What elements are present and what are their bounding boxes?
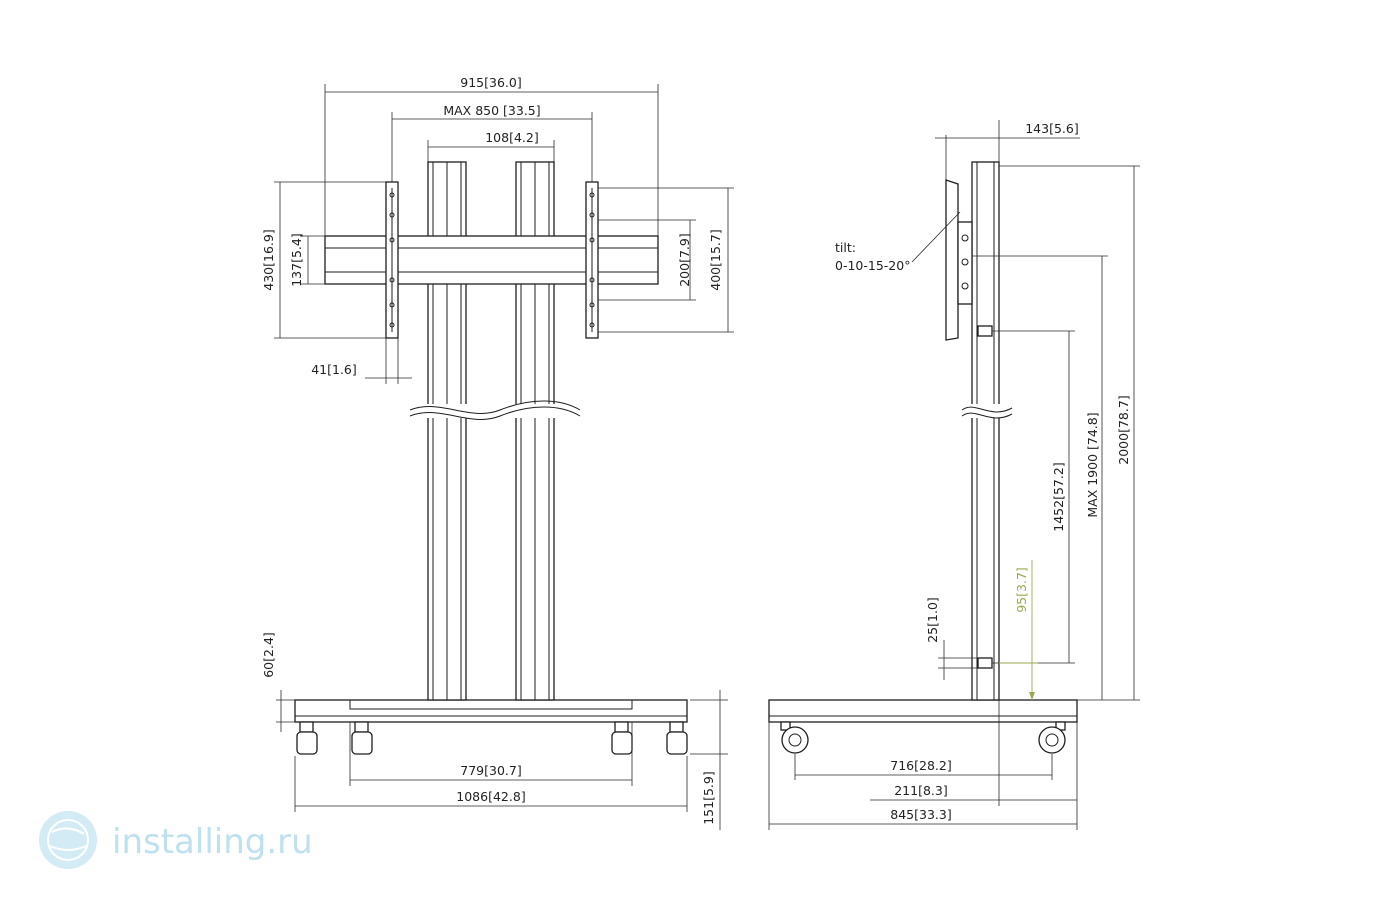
svg-text:MAX 1900 [74.8]: MAX 1900 [74.8] — [1085, 412, 1100, 517]
dim-1452: 1452[57.2] — [992, 330, 1075, 664]
front-crossbar — [324, 235, 659, 285]
dim-716: 716[28.2] — [794, 754, 1053, 780]
dim-max-1900: MAX 1900 [74.8] — [972, 255, 1108, 700]
svg-text:143[5.6]: 143[5.6] — [1025, 121, 1079, 136]
svg-text:430[16.9]: 430[16.9] — [261, 229, 276, 290]
svg-text:tilt:: tilt: — [835, 240, 856, 255]
watermark-text: installing.ru — [112, 822, 313, 862]
front-base-inner — [349, 699, 633, 710]
dim-779: 779[30.7] — [349, 722, 633, 786]
front-bracket-left — [385, 181, 399, 339]
svg-text:200[7.9]: 200[7.9] — [677, 233, 692, 287]
svg-text:0-10-15-20°: 0-10-15-20° — [835, 258, 910, 273]
svg-text:845[33.3]: 845[33.3] — [890, 807, 951, 822]
front-caster-1 — [296, 721, 318, 755]
front-base — [294, 699, 688, 723]
side-break-mark — [961, 404, 1013, 419]
side-clamp-lower — [977, 657, 993, 669]
svg-text:716[28.2]: 716[28.2] — [890, 758, 951, 773]
side-clamp-upper — [977, 325, 993, 337]
front-caster-4 — [666, 721, 688, 755]
front-caster-3 — [611, 721, 633, 755]
svg-text:108[4.2]: 108[4.2] — [485, 130, 539, 145]
dim-211: 211[8.3] — [870, 700, 1078, 806]
front-caster-2 — [351, 721, 373, 755]
dim-41: 41[1.6] — [311, 338, 412, 384]
tilt-annotation: tilt: 0-10-15-20° — [835, 211, 961, 273]
svg-text:211[8.3]: 211[8.3] — [894, 783, 948, 798]
front-bracket-right — [585, 181, 599, 339]
svg-text:25[1.0]: 25[1.0] — [925, 597, 940, 643]
side-wheel-front — [780, 721, 809, 754]
svg-text:1452[57.2]: 1452[57.2] — [1051, 462, 1066, 531]
dim-845: 845[33.3] — [768, 722, 1078, 830]
svg-text:60[2.4]: 60[2.4] — [261, 632, 276, 678]
globe-logo-icon — [39, 811, 97, 869]
side-base — [768, 699, 1078, 723]
watermark: installing.ru — [39, 811, 313, 869]
svg-text:1086[42.8]: 1086[42.8] — [456, 789, 525, 804]
dim-151: 151[5.9] — [690, 690, 728, 830]
svg-text:MAX 850 [33.5]: MAX 850 [33.5] — [443, 103, 540, 118]
dim-108: 108[4.2] — [427, 130, 555, 162]
svg-text:915[36.0]: 915[36.0] — [460, 75, 521, 90]
dim-137: 137[5.4] — [289, 233, 325, 287]
side-view: tilt: 0-10-15-20° 143[5.6] 2000[78.7] MA… — [768, 120, 1140, 830]
dim-25: 25[1.0] — [925, 597, 978, 680]
side-tilt-mount — [945, 179, 973, 341]
front-break-mark — [409, 400, 581, 420]
dim-1086: 1086[42.8] — [294, 756, 688, 812]
svg-text:95[3.7]: 95[3.7] — [1014, 567, 1029, 613]
dim-200: 200[7.9] — [598, 219, 696, 301]
dim-915: 915[36.0] — [324, 75, 659, 236]
dim-2000: 2000[78.7] — [999, 165, 1140, 701]
svg-text:779[30.7]: 779[30.7] — [460, 763, 521, 778]
svg-text:137[5.4]: 137[5.4] — [289, 233, 304, 287]
front-view: 915[36.0] MAX 850 [33.5] 108[4.2] 430[16… — [261, 75, 734, 830]
dim-430: 430[16.9] — [261, 181, 386, 339]
dim-95: 95[3.7] — [999, 560, 1038, 700]
svg-text:151[5.9]: 151[5.9] — [701, 771, 716, 825]
svg-text:41[1.6]: 41[1.6] — [311, 362, 357, 377]
side-column — [971, 161, 1000, 701]
dim-max-850: MAX 850 [33.5] — [391, 103, 593, 182]
dim-143: 143[5.6] — [935, 120, 1080, 180]
dim-60: 60[2.4] — [261, 632, 295, 732]
svg-text:400[15.7]: 400[15.7] — [708, 229, 723, 290]
dim-400: 400[15.7] — [598, 187, 734, 333]
side-wheel-rear — [1038, 721, 1066, 754]
svg-text:2000[78.7]: 2000[78.7] — [1116, 395, 1131, 464]
